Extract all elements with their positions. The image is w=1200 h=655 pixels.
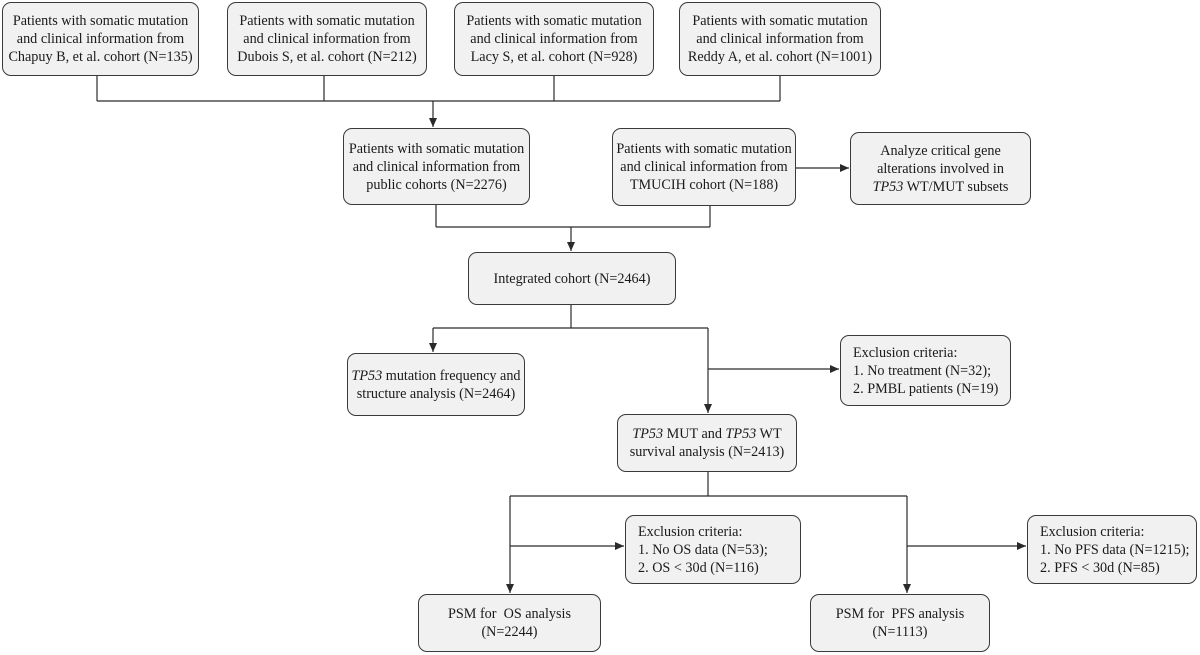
node-text: Analyze critical gene bbox=[880, 142, 1001, 159]
node-text: alterations involved in bbox=[877, 160, 1004, 177]
node-text: MUT and bbox=[663, 426, 726, 442]
node-text: (N=1113) bbox=[872, 624, 928, 640]
node-text: and clinical information from bbox=[696, 31, 864, 47]
node-text: Patients with somatic mutation bbox=[348, 140, 525, 157]
node-text: WT bbox=[756, 426, 782, 442]
node-text: public cohorts (N=2276) bbox=[366, 176, 507, 193]
node-text: TMUCIH cohort (N=188) bbox=[629, 177, 779, 193]
node-text: PSM for PFS analysis bbox=[835, 606, 965, 622]
node-text: Reddy A, et al. cohort (N=1001) bbox=[687, 49, 873, 65]
node-text: Lacy S, et al. cohort (N=928) bbox=[470, 49, 638, 65]
node-text: and clinical information from bbox=[352, 158, 521, 175]
node-exclusion-criteria-1: Exclusion criteria: 1. No treatment (N=3… bbox=[840, 335, 1011, 406]
node-text: and clinical information from bbox=[620, 159, 788, 175]
node-text: mutation frequency and bbox=[382, 367, 521, 384]
gene-name-italic: TP53 bbox=[872, 178, 904, 195]
node-exclusion-criteria-pfs: Exclusion criteria: 1. No PFS data (N=12… bbox=[1027, 515, 1197, 584]
node-text: and clinical information from bbox=[16, 31, 185, 47]
node-text: 1. No OS data (N=53); bbox=[638, 541, 768, 558]
node-exclusion-criteria-os: Exclusion criteria: 1. No OS data (N=53)… bbox=[625, 515, 801, 584]
node-text-line1: TP53 mutation frequency and bbox=[351, 367, 520, 385]
node-text: and clinical information from bbox=[243, 31, 411, 47]
node-text: structure analysis (N=2464) bbox=[356, 385, 516, 402]
node-text: Patients with somatic mutation bbox=[692, 13, 868, 29]
node-text: 2. PFS < 30d (N=85) bbox=[1040, 559, 1160, 576]
node-text: (N=2244) bbox=[481, 624, 538, 640]
node-lacy-cohort: Patients with somatic mutation and clini… bbox=[454, 2, 654, 76]
node-text: 2. PMBL patients (N=19) bbox=[853, 380, 999, 397]
gene-name-italic: TP53 bbox=[725, 426, 757, 442]
node-text: 1. No treatment (N=32); bbox=[853, 362, 992, 379]
node-text: Patients with somatic mutation bbox=[466, 13, 642, 29]
node-integrated-cohort: Integrated cohort (N=2464) bbox=[468, 252, 676, 305]
node-reddy-cohort: Patients with somatic mutation and clini… bbox=[679, 2, 881, 76]
node-psm-os-analysis: PSM for OS analysis (N=2244) bbox=[418, 594, 601, 652]
gene-name-italic: TP53 bbox=[351, 367, 383, 384]
node-text-line3: TP53 WT/MUT subsets bbox=[873, 178, 1009, 196]
node-tmucih-cohort: Patients with somatic mutation and clini… bbox=[612, 128, 796, 206]
node-public-cohorts: Patients with somatic mutation and clini… bbox=[343, 128, 530, 205]
gene-name-italic: TP53 bbox=[632, 426, 664, 442]
node-text: Integrated cohort (N=2464) bbox=[493, 270, 651, 287]
node-dubois-cohort: Patients with somatic mutation and clini… bbox=[227, 2, 427, 76]
node-text: Exclusion criteria: bbox=[853, 344, 958, 361]
node-text: and clinical information from bbox=[470, 31, 638, 47]
node-text: Dubois S, et al. cohort (N=212) bbox=[237, 49, 417, 65]
node-survival-analysis: TP53 MUT and TP53 WT survival analysis (… bbox=[617, 414, 797, 472]
node-psm-pfs-analysis: PSM for PFS analysis (N=1113) bbox=[810, 594, 990, 652]
node-text: WT/MUT subsets bbox=[903, 178, 1009, 195]
node-text: 2. OS < 30d (N=116) bbox=[638, 559, 759, 576]
node-chapuy-cohort: Patients with somatic mutation and clini… bbox=[2, 2, 199, 76]
node-mutation-frequency: TP53 mutation frequency and structure an… bbox=[347, 353, 525, 416]
node-text: Patients with somatic mutation bbox=[616, 141, 792, 157]
node-text: survival analysis (N=2413) bbox=[629, 444, 785, 460]
node-analyze-alterations: Analyze critical gene alterations involv… bbox=[850, 132, 1031, 205]
node-text: Patients with somatic mutation bbox=[12, 13, 189, 29]
node-text: 1. No PFS data (N=1215); bbox=[1040, 541, 1190, 558]
node-text: Exclusion criteria: bbox=[638, 523, 743, 540]
node-text-line1: TP53 MUT and TP53 WT bbox=[632, 425, 781, 443]
node-text: Chapuy B, et al. cohort (N=135) bbox=[8, 49, 193, 65]
node-text: PSM for OS analysis bbox=[448, 606, 571, 622]
node-text: Exclusion criteria: bbox=[1040, 523, 1145, 540]
node-text: Patients with somatic mutation bbox=[239, 13, 415, 29]
